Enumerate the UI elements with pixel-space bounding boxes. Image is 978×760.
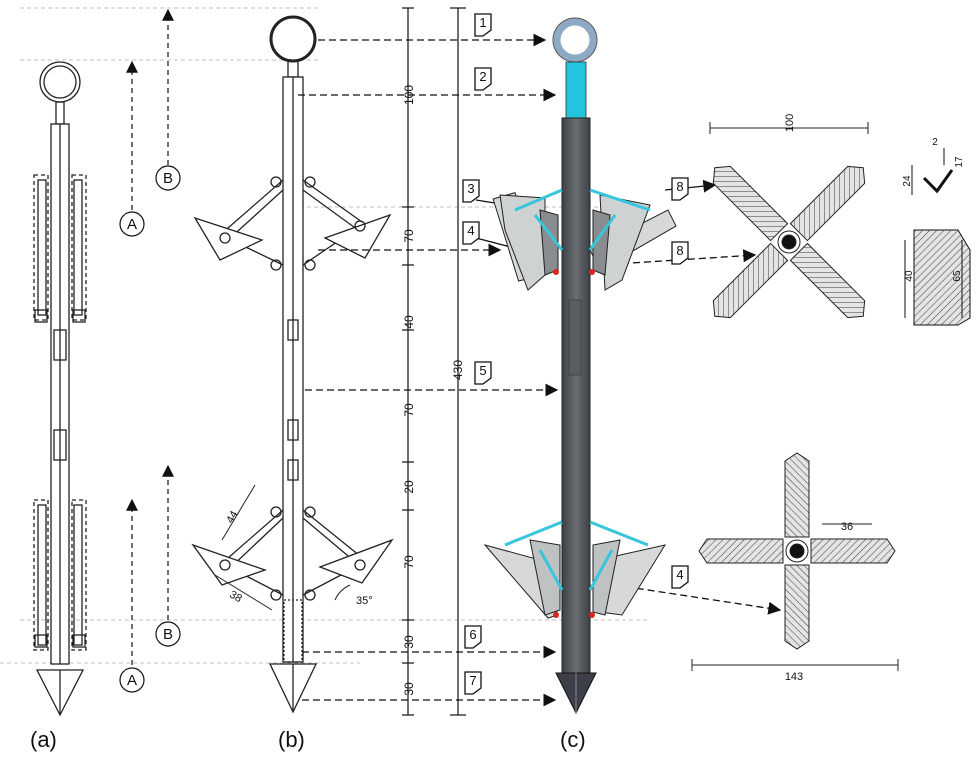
callout-4b: 4 <box>676 567 683 582</box>
callout-5: 5 <box>479 363 486 378</box>
detail-bottom-cross <box>691 452 899 671</box>
detail-top-span: 100 <box>784 114 796 132</box>
dim-70-b: 70 <box>402 403 416 417</box>
view-c-drawing <box>483 17 677 715</box>
callout-8b-shape <box>671 241 689 265</box>
detail-profile <box>904 148 971 326</box>
callout-2-shape <box>474 67 492 91</box>
detail-top-cross <box>709 122 869 319</box>
dim-20: 20 <box>402 480 416 494</box>
dim-38: 38 <box>227 589 244 606</box>
detail-bottom-dims: 36 143 <box>785 521 853 683</box>
dim-36: 36 <box>841 521 853 533</box>
dim-2: 2 <box>932 137 938 148</box>
dim-143: 143 <box>785 671 803 683</box>
callout-labels: 1 2 3 4 5 6 7 8 8 4 <box>467 15 683 688</box>
callout-3: 3 <box>467 181 474 196</box>
dim-40: 40 <box>402 315 416 329</box>
view-c-ring <box>553 18 597 62</box>
view-b-ring <box>269 15 317 63</box>
callout-1-shape <box>474 13 492 37</box>
callout-3-shape <box>462 179 480 203</box>
view-a-markers <box>119 8 181 693</box>
marker-label-a-top: A <box>127 216 137 233</box>
marker-label-b-bottom: B <box>163 626 173 643</box>
callout-6-shape <box>464 625 482 649</box>
dim-angle: 35° <box>356 595 373 607</box>
callout-7: 7 <box>469 673 476 688</box>
dim-70-c: 70 <box>402 555 416 569</box>
view-a-drawing <box>33 61 87 717</box>
callout-4b-shape <box>671 565 689 589</box>
callout-6: 6 <box>469 627 476 642</box>
callout-8a-shape <box>671 177 689 201</box>
dim-65: 65 <box>952 270 963 282</box>
marker-label-a-bottom: A <box>127 672 137 689</box>
view-b-drawing <box>191 15 394 714</box>
callout-8b: 8 <box>676 243 683 258</box>
dim-total: 430 <box>451 360 465 380</box>
callout-1: 1 <box>479 15 486 30</box>
caption-b: (b) <box>278 727 305 752</box>
dim-70-a: 70 <box>402 229 416 243</box>
callout-5-shape <box>474 361 492 385</box>
caption-c: (c) <box>560 727 586 752</box>
view-c-shaft <box>561 117 591 674</box>
view-b-dims: 44 38 35° <box>224 509 372 607</box>
detail-profile-dims: 2 17 24 40 65 <box>902 137 965 282</box>
dim-40-detail: 40 <box>904 270 915 282</box>
dimension-values: 100 70 40 70 20 70 30 30 430 <box>402 85 465 696</box>
caption-a: (a) <box>30 727 57 752</box>
view-a-marker-labels: B A B A <box>127 170 173 689</box>
callout-7-shape <box>464 671 482 695</box>
marker-label-b-top: B <box>163 170 173 187</box>
view-c-neck <box>565 61 587 119</box>
dim-17: 17 <box>954 156 965 168</box>
dim-30-b: 30 <box>402 682 416 696</box>
callout-4: 4 <box>467 223 474 238</box>
view-a-ring <box>39 61 81 103</box>
dim-44: 44 <box>224 509 241 526</box>
dimension-chain <box>402 7 466 716</box>
callout-4-shape <box>462 221 480 245</box>
callout-8a: 8 <box>676 179 683 194</box>
callout-tags <box>462 13 689 695</box>
callout-2: 2 <box>479 69 486 84</box>
dim-30-a: 30 <box>402 635 416 649</box>
dim-24: 24 <box>902 175 913 187</box>
